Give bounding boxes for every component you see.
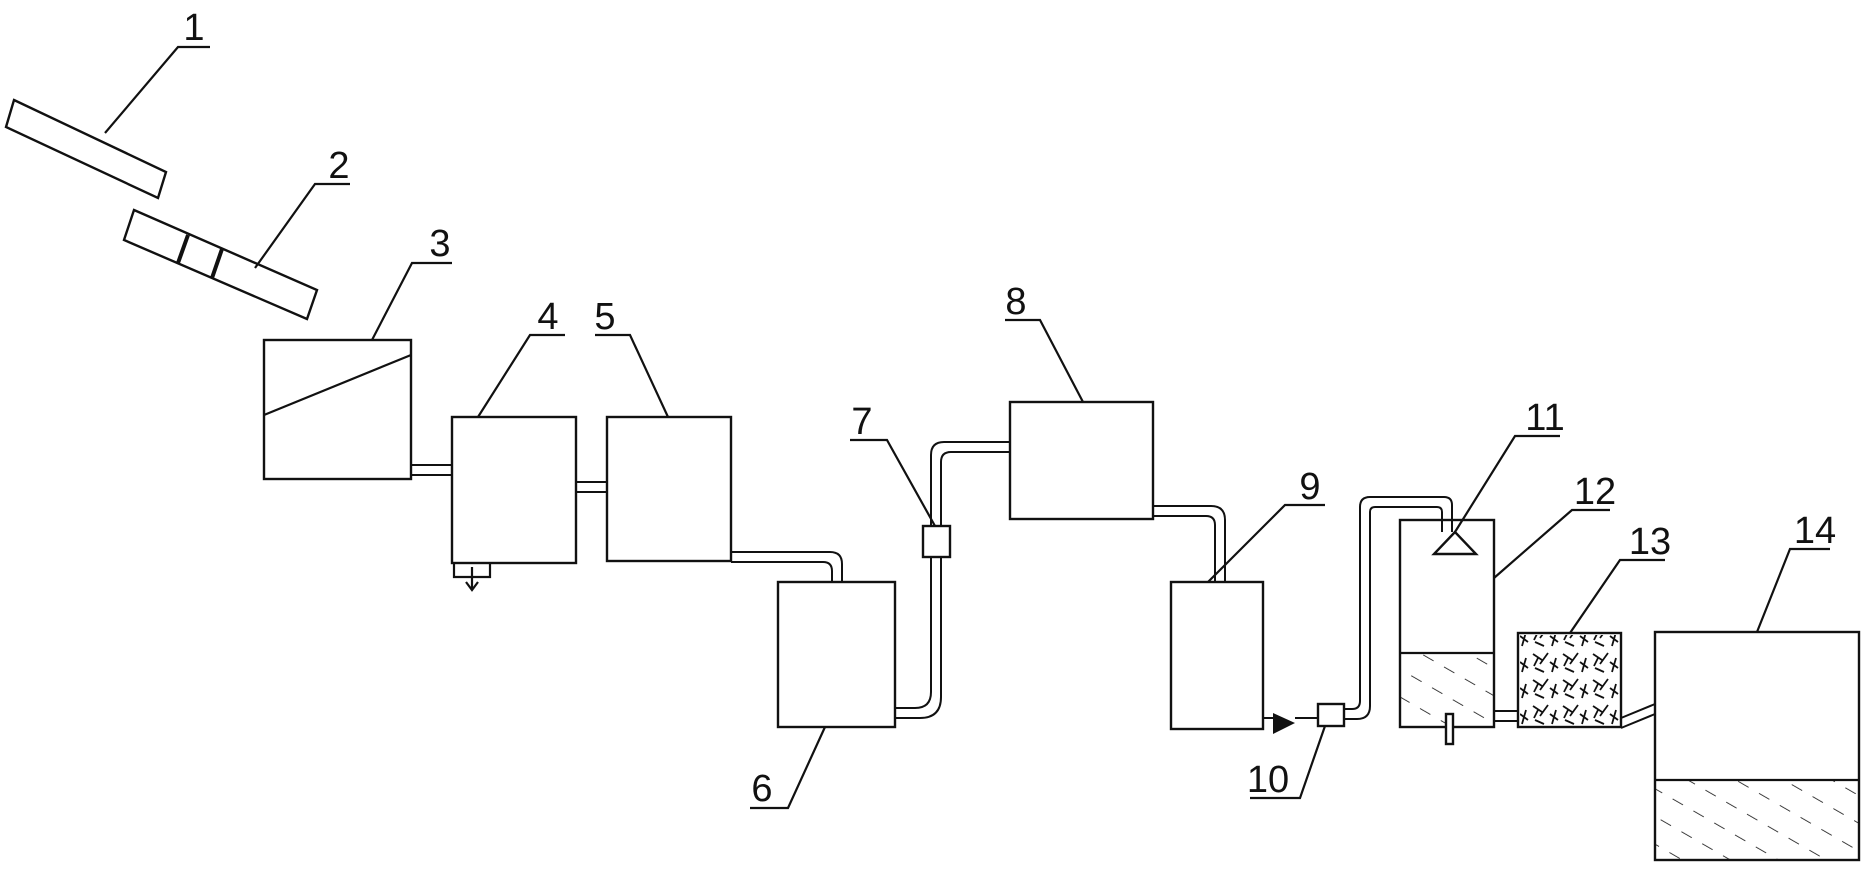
label-2: 2 <box>328 145 349 187</box>
label-3: 3 <box>429 223 450 265</box>
label-13: 13 <box>1629 521 1671 563</box>
label-1: 1 <box>183 7 204 49</box>
label-4: 4 <box>537 296 558 338</box>
component-10-pump <box>1273 702 1346 734</box>
component-4-tank <box>450 415 578 592</box>
component-7-valve <box>921 524 952 559</box>
component-3-tank <box>262 338 413 481</box>
component-14-tank <box>1653 630 1861 862</box>
label-10: 10 <box>1247 759 1289 801</box>
component-2-segmented-plate <box>122 208 319 321</box>
component-labels: 1 2 3 4 5 6 7 8 9 10 11 12 13 14 <box>183 7 1836 810</box>
label-6: 6 <box>751 768 772 810</box>
connecting-pipes <box>411 441 1656 729</box>
label-5: 5 <box>594 296 615 338</box>
label-11: 11 <box>1525 397 1564 439</box>
component-8-tank <box>1008 400 1155 521</box>
label-8: 8 <box>1005 281 1026 323</box>
component-12-tank <box>1398 518 1496 746</box>
component-9-tank <box>1169 580 1265 731</box>
leader-lines <box>104 45 1830 810</box>
component-5-tank <box>605 415 733 563</box>
label-7: 7 <box>851 401 872 443</box>
label-14: 14 <box>1794 510 1836 552</box>
component-1-plate <box>4 98 168 200</box>
label-12: 12 <box>1574 471 1616 513</box>
label-9: 9 <box>1299 466 1320 508</box>
component-13-fiber-filter <box>1516 631 1623 729</box>
component-6-tank <box>776 580 897 729</box>
component-11-nozzle <box>1431 530 1479 556</box>
